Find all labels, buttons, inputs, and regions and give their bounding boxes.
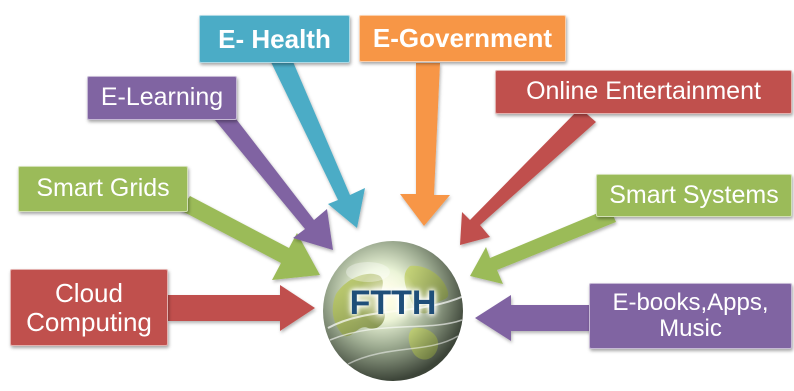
arrow-cloud-computing bbox=[168, 285, 315, 331]
label-online-entertainment: Online Entertainment bbox=[495, 70, 792, 114]
label-ebooks-line1: E-books,Apps, bbox=[612, 288, 769, 316]
arrow-e-learning bbox=[210, 102, 333, 250]
globe: FTTH bbox=[318, 236, 468, 386]
label-ebooks-line2: Music bbox=[659, 315, 722, 342]
center-label: FTTH bbox=[349, 284, 437, 322]
label-ebooks-apps-music: E-books,Apps, Music bbox=[589, 283, 792, 349]
label-cloud-line1: Cloud bbox=[55, 277, 123, 308]
globe-icon bbox=[323, 241, 465, 381]
label-e-health: E- Health bbox=[199, 15, 350, 63]
arrow-e-health bbox=[270, 50, 365, 228]
label-cloud-line2: Computing bbox=[26, 306, 152, 337]
label-cloud-computing: Cloud Computing bbox=[10, 269, 168, 346]
arrow-smart-grids bbox=[180, 196, 320, 280]
arrow-smart-systems bbox=[470, 208, 616, 284]
label-smart-grids: Smart Grids bbox=[18, 166, 188, 212]
label-smart-systems: Smart Systems bbox=[596, 174, 792, 217]
arrow-online-entertainment bbox=[460, 108, 596, 245]
arrow-ebooks bbox=[475, 295, 592, 341]
label-e-government: E-Government bbox=[359, 15, 566, 62]
arrow-e-government bbox=[400, 63, 450, 226]
label-e-learning: E-Learning bbox=[87, 76, 237, 120]
